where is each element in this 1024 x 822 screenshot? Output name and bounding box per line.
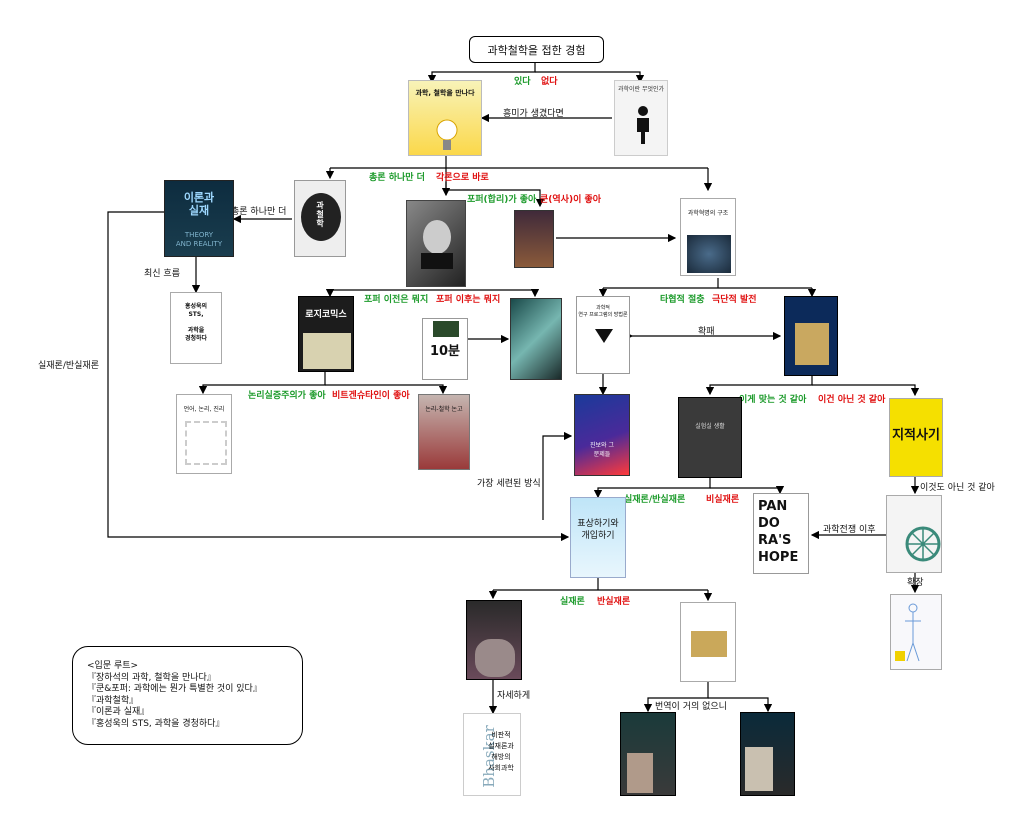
intro-route-legend: <입문 루트> 『장하석의 과학, 철학을 만나다』 『쿤&포퍼: 과학에는 뭔… [72, 646, 303, 745]
book-theory-reality-cover: 이론과 실재 THEORY AND REALITY [164, 180, 234, 257]
book-lab-title: 실험실 생활 [695, 423, 725, 430]
book-tractatus-title: 논리-철학 논고 [425, 406, 463, 413]
book-language-logic-truth-cover: 언어, 논리, 진리 [176, 394, 232, 474]
book-lakatos-title: 과학적 연구 프로그램의 방법론 [578, 305, 628, 318]
label-pluralist: 타협적 절충 [660, 295, 705, 305]
label-realism-anti2: 실재론/반실재론 [624, 495, 686, 505]
book-gwahak-title: 과 철 학 [316, 201, 324, 228]
label-non-realism: 비실재론 [706, 495, 740, 505]
book-kuhn-title: 과학혁명의 구조 [687, 210, 729, 217]
book-theory-en: THEORY AND REALITY [175, 231, 223, 248]
label-latest-trend: 최신 흐름 [144, 269, 180, 279]
book-foreign-realism-cover [740, 712, 795, 796]
label-one-more-general-left: 총론 하나만 더 [231, 207, 287, 217]
label-expand-left: 확패 [698, 327, 715, 337]
label-have: 있다 [514, 77, 531, 87]
legend-item: 『홍성욱의 STS, 과학을 경청하다』 [87, 718, 225, 729]
book-kuhn-popper-cover [514, 210, 554, 268]
label-go-specifics: 각론으로 바로 [436, 173, 489, 183]
book-theory-title: 이론과 실재 [183, 191, 215, 217]
book-cartwright-cover [466, 600, 522, 680]
label-neither: 이것도 아닌 것 같아 [920, 483, 995, 493]
book-pandora-title: PAN DO RA'S HOPE [758, 499, 799, 565]
label-wittgenstein: 비트겐슈타인이 좋아 [332, 391, 410, 401]
book-wittgenstein-10min-cover: 10분 [422, 318, 468, 380]
book-bhaskar-ko: 비판적 실재론과 해방의 사회과학 [488, 731, 514, 772]
label-science-wars: 과학전쟁 이후 [823, 525, 876, 535]
label-kuhn-like: 쿤(역사)이 좋아 [540, 195, 602, 205]
book-sts-cover: 홍성욱의 STS, 과학을 경청하다 [170, 292, 222, 364]
book-pandora-cover: PAN DO RA'S HOPE [753, 493, 809, 574]
label-few-translations: 번역이 거의 없으니 [655, 702, 727, 712]
thinker-silhouette-icon [637, 106, 649, 144]
book-hacking-title: 표상하기와 개입하기 [577, 519, 619, 541]
portrait-icon [421, 220, 453, 269]
label-before-popper: 포퍼 이전은 뭐지 [364, 295, 429, 305]
book-chalmers-cover: 과학이란 무엇인가 [614, 80, 668, 156]
label-none: 없다 [541, 77, 558, 87]
book-progress-title: 진보와 그 문제들 [590, 442, 614, 458]
root-question-text: 과학철학을 접한 경험 [487, 43, 586, 57]
book-progress-cover [510, 298, 562, 380]
book-jang-cover: 과학, 철학을 만나다 [408, 80, 482, 156]
book-lang-title: 언어, 논리, 진리 [183, 406, 225, 413]
book-jijeok-title: 지적사기 [892, 428, 940, 443]
legend-item: 『장하석의 과학, 철학을 만나다』 [87, 672, 216, 683]
label-popper-like: 포퍼(합리)가 좋아 [467, 195, 537, 205]
label-one-more-general: 총론 하나만 더 [369, 173, 425, 183]
label-anti-realism: 반실재론 [597, 597, 631, 607]
book-ellis-cover [620, 712, 676, 796]
book-bhaskar-cover: Bhaskar 비판적 실재론과 해방의 사회과학 [463, 713, 521, 796]
book-philosophy-of-science-cover: 과 철 학 [294, 180, 346, 257]
label-interest: 흥미가 생겼다면 [503, 109, 564, 119]
book-tractatus-cover: 논리-철학 논고 [418, 394, 470, 470]
label-realism-anti: 실재론/반실재론 [38, 361, 99, 371]
legend-item: 『과학철학』 [87, 695, 139, 706]
label-radical: 극단적 발전 [712, 295, 757, 305]
label-realism: 실재론 [560, 597, 585, 607]
book-10min-title: 10분 [429, 344, 461, 359]
book-kuhn-structure-cover: 과학혁명의 구조 [680, 198, 736, 276]
book-chalmers-title: 과학이란 무엇인가 [617, 86, 665, 93]
book-logicomix-title: 로지코믹스 [305, 310, 347, 320]
book-lakatos-cover: 과학적 연구 프로그램의 방법론 [576, 296, 630, 374]
legend-heading: <입문 루트> [87, 661, 139, 671]
book-hacking-cover: 표상하기와 개입하기 [570, 497, 626, 578]
legend-item: 『이론과 실재』 [87, 707, 150, 717]
book-feyerabend-cover [784, 296, 838, 376]
book-popper-cover [406, 200, 466, 287]
book-sts-title: 홍성욱의 STS, 과학을 경청하다 [184, 303, 208, 342]
wheel-icon [905, 526, 941, 562]
label-logical-positivism: 논리실증주의가 좋아 [248, 391, 326, 401]
label-expand: 확장 [907, 578, 924, 588]
legend-item: 『쿤&포퍼: 과학에는 뭔가 특별한 것이 있다』 [87, 684, 262, 694]
skeleton-icon [905, 603, 921, 662]
book-logicomix-cover: 로지코믹스 [298, 296, 354, 372]
root-question: 과학철학을 접한 경험 [469, 36, 604, 63]
book-jang-title: 과학, 철학을 만나다 [415, 89, 475, 97]
book-laboratory-life-cover: 실험실 생활 [678, 397, 742, 478]
triangle-icon [595, 329, 613, 343]
book-progress-problems-cover: 진보와 그 문제들 [574, 394, 630, 476]
label-most-refined: 가장 세련된 방식 [477, 479, 541, 489]
label-in-detail: 자세하게 [497, 691, 531, 701]
lightbulb-icon [436, 119, 458, 150]
book-van-fraassen-cover [680, 602, 736, 682]
label-not-this: 이건 아닌 것 같아 [818, 395, 886, 405]
book-science-wars-cover [886, 495, 942, 573]
book-jijeok-cover: 지적사기 [889, 398, 943, 477]
label-this-fits: 이게 맞는 것 같아 [739, 395, 807, 405]
label-after-popper: 포퍼 이후는 뭐지 [436, 295, 501, 305]
book-skeleton-cover [890, 594, 942, 670]
